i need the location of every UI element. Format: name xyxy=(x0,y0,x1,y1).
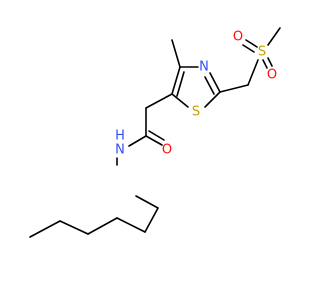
bond-hexyl-4 xyxy=(116,217,146,233)
bond-sulfonyl-methyl xyxy=(267,27,281,46)
bond-ch2-ring xyxy=(145,93,173,109)
bond-n-carbonyl xyxy=(128,135,147,147)
bond-ring-s-c5 xyxy=(171,93,189,108)
atom-oxygen-amide: O xyxy=(162,143,172,158)
bond-hexyl-3 xyxy=(87,217,118,235)
atom-oxygen-sulfonyl-1: O xyxy=(233,30,243,45)
atom-nitrogen-ring: N xyxy=(199,60,209,75)
atom-sulfur-ring: S xyxy=(192,105,200,120)
bonds xyxy=(29,27,281,238)
bond-ring-n-c2-1 xyxy=(209,72,221,93)
bond-c2-ch2 xyxy=(219,84,249,93)
atom-hydrogen-amide: H xyxy=(115,129,125,144)
bond-hexyl-6 xyxy=(135,195,159,209)
bond-so-2a xyxy=(267,57,273,67)
bond-hexyl-1 xyxy=(29,220,61,238)
molecule-structure: N H O S N S O O xyxy=(29,27,281,238)
bond-so-1a xyxy=(245,39,258,48)
bond-ch2-sulfonyl xyxy=(247,59,259,86)
bond-carbonyl-o-2 xyxy=(148,130,165,141)
bond-ring-c5-c4 xyxy=(171,66,181,95)
bond-methyl xyxy=(171,39,181,68)
atom-labels: N H O S N S O O xyxy=(115,30,277,158)
bond-hexyl-5 xyxy=(144,207,159,233)
bond-so-2b xyxy=(262,59,268,69)
atom-sulfur-sulfonyl: S xyxy=(258,45,266,60)
bond-ring-n-c2-2 xyxy=(204,76,215,95)
bond-ring-c5-c4-double xyxy=(176,71,185,97)
bond-ring-c2-s xyxy=(204,91,221,108)
bond-carbonyl-o-1 xyxy=(145,135,163,146)
bond-so-1b xyxy=(242,44,255,53)
bond-hexyl-2 xyxy=(59,220,89,235)
atom-oxygen-sulfonyl-2: O xyxy=(267,68,277,83)
atom-nitrogen-amide: N xyxy=(115,143,125,158)
